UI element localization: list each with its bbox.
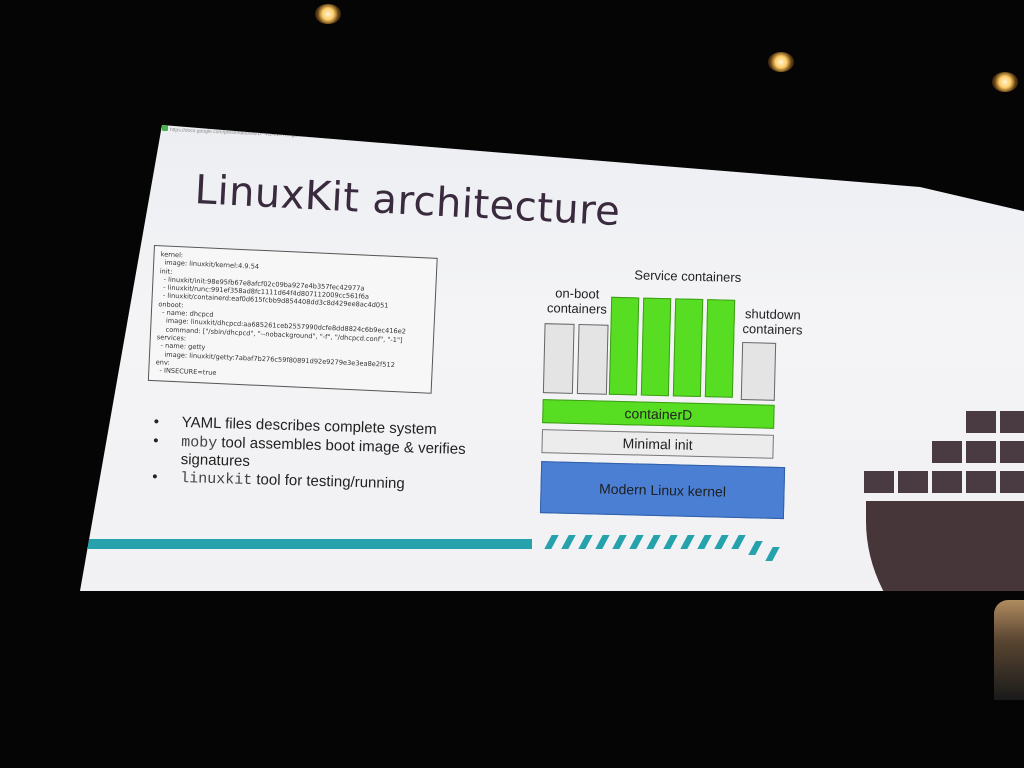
teal-stripe (88, 539, 532, 549)
docker-crate (1000, 441, 1024, 463)
service-container-bar (672, 298, 704, 398)
docker-crate (864, 471, 894, 493)
minimal-init-layer: Minimal init (541, 429, 774, 459)
bullet-list: YAML files describes complete system mob… (144, 413, 486, 496)
hatch-mark (629, 535, 644, 549)
hatch-mark (544, 535, 559, 549)
service-container-bar (608, 296, 640, 396)
stage-light-center (768, 52, 794, 72)
browser-url: https://docs.google.com/presentation/d/1… (169, 127, 679, 157)
slide-title: LinuxKit architecture (193, 167, 622, 236)
shutdown-label: shutdown containers (742, 306, 803, 338)
containerd-layer: containerD (542, 399, 775, 429)
hatch-mark (663, 535, 678, 549)
stage-light-left (315, 4, 341, 24)
hatch-mark (748, 541, 763, 555)
hatch-mark (646, 535, 661, 549)
docker-crate (966, 411, 996, 433)
hatch-mark (680, 535, 695, 549)
hatch-mark (765, 547, 780, 561)
projected-slide: https://docs.google.com/presentation/d/1… (80, 125, 1024, 591)
docker-crate (932, 441, 962, 463)
hatch-mark (714, 535, 729, 549)
hatch-mark (561, 535, 576, 549)
onboot-container-bar (576, 324, 609, 395)
docker-whale-logo (866, 501, 1024, 591)
hatch-mark (697, 535, 712, 549)
hatch-mark (578, 535, 593, 549)
service-label: Service containers (634, 267, 742, 285)
hatch-mark (595, 535, 610, 549)
architecture-diagram: on-boot containers Service containers sh… (532, 265, 818, 532)
hatch-mark (731, 535, 746, 549)
onboot-container-bar (542, 323, 575, 394)
hatch-mark (612, 535, 627, 549)
docker-crate (932, 471, 962, 493)
docker-crate (1000, 471, 1024, 493)
onboot-label: on-boot containers (546, 285, 608, 317)
service-container-bar (704, 299, 736, 398)
docker-crate (898, 471, 928, 493)
service-container-bar (640, 297, 672, 397)
presenter-silhouette (994, 600, 1024, 700)
bullet-mono: moby (180, 433, 218, 452)
docker-crate (1000, 411, 1024, 433)
bullet-mono: linuxkit (179, 469, 253, 489)
bullet-text: tool for testing/running (251, 470, 405, 493)
bullet-text: tool assembles boot image & verifies sig… (180, 434, 466, 470)
shutdown-container-bar (740, 342, 777, 401)
docker-crate (966, 471, 996, 493)
stage-light-right (992, 72, 1018, 92)
docker-crate (966, 441, 996, 463)
linux-kernel-layer: Modern Linux kernel (539, 461, 786, 520)
lock-icon (162, 125, 168, 131)
